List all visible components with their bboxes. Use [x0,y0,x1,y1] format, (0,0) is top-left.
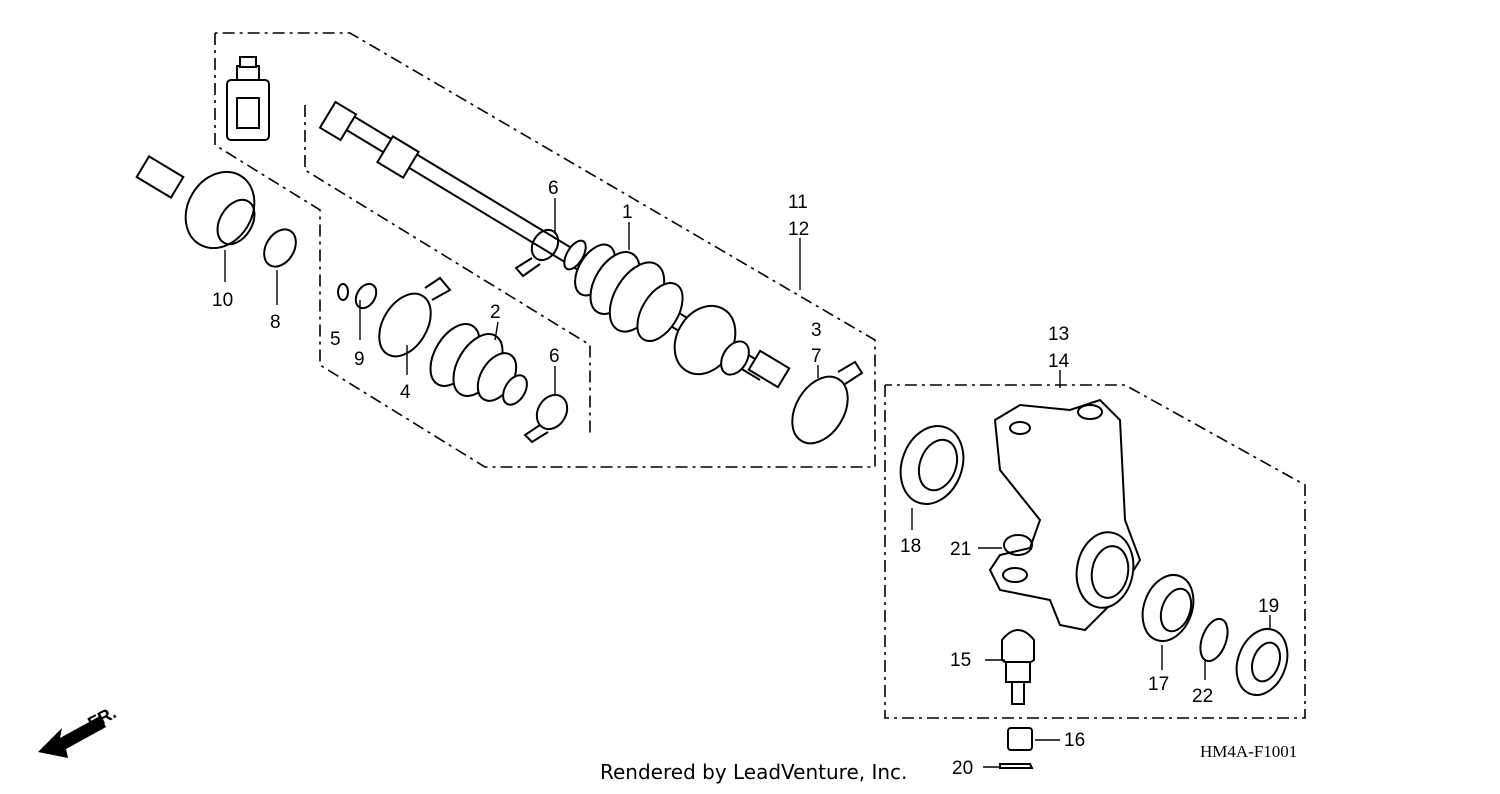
band-4-part [378,276,452,358]
band-6b-part [523,393,569,444]
callout-1: 1 [622,202,633,223]
knuckle-part [988,398,1142,632]
grease-bottle-icon [226,56,270,141]
callout-6a: 6 [548,178,559,199]
clip-5-part [337,283,349,301]
callout-7: 7 [811,346,822,367]
knuckle-assembly-outline [884,384,1306,719]
callout-5: 5 [330,329,341,350]
render-credit: Rendered by LeadVenture, Inc. [600,760,908,784]
driveshaft-assembly-outline [214,32,876,468]
callout-14: 14 [1048,351,1070,372]
outer-cv-joint-part [673,304,750,376]
callout-4: 4 [400,382,411,403]
front-direction-arrow-icon: FR. [38,702,119,758]
callout-10: 10 [212,290,233,311]
callout-17: 17 [1148,674,1169,695]
callout-15: 15 [950,650,971,671]
band-3-7-part [791,360,864,445]
band-6a-part [514,228,560,278]
circlip-22-part [1199,617,1229,663]
callout-22: 22 [1192,686,1213,707]
seal-18-part [899,425,965,505]
castle-nut-part [1007,727,1033,751]
diagram-code: HM4A-F1001 [1200,742,1297,761]
callout-21: 21 [950,539,971,560]
callout-19: 19 [1258,596,1279,617]
callout-9: 9 [354,349,365,370]
callout-6b: 6 [549,346,560,367]
callout-13: 13 [1048,324,1069,345]
circlip-8-part [263,228,297,268]
leader-lines [224,198,1271,768]
callout-18: 18 [900,536,921,557]
ball-joint-part [1001,629,1035,705]
inner-boot-part [429,323,528,406]
inner-cv-joint-part [135,155,256,250]
callout-8: 8 [270,312,281,333]
clamp-9-part [354,282,378,310]
callout-11: 11 [788,192,808,213]
outer-boot-part [563,239,684,342]
callout-3: 3 [811,320,822,341]
cotter-pin-part [999,763,1034,769]
callout-20: 20 [952,758,973,779]
seal-19-part [1235,628,1289,696]
bearing-17-part [1141,574,1195,642]
callout-16: 16 [1064,730,1085,751]
callout-2: 2 [490,302,501,323]
circlip-21-part [1003,534,1033,556]
callout-12: 12 [788,219,809,240]
